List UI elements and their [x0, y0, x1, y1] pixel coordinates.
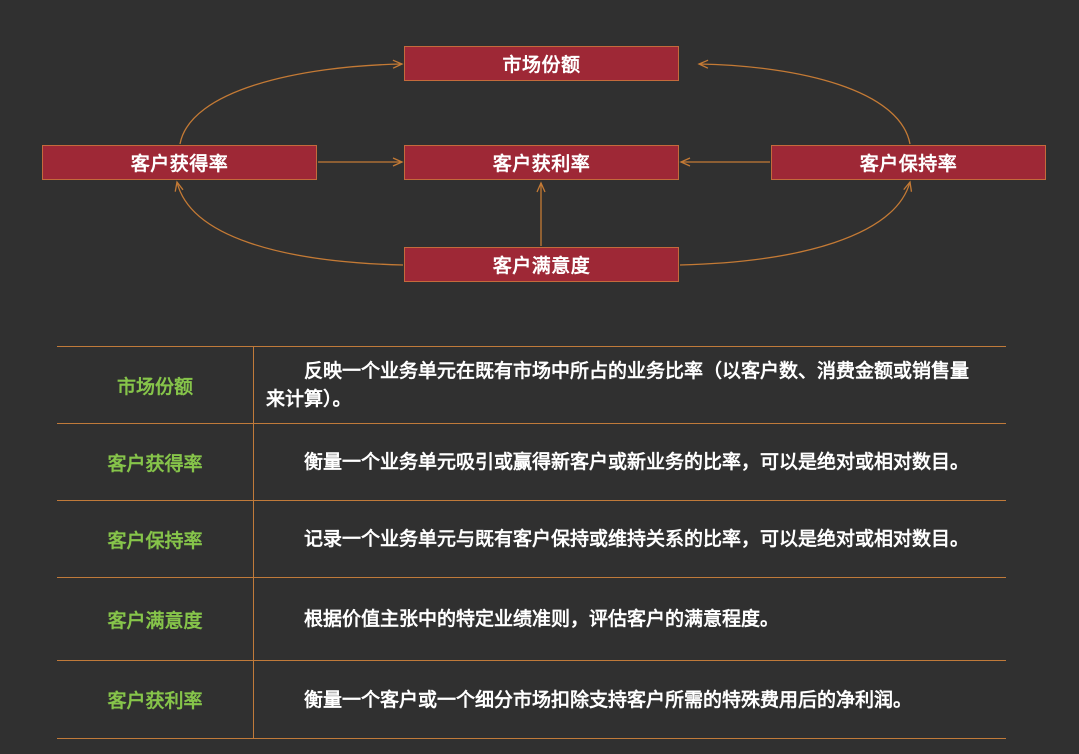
node-customer-retention: 客户保持率: [771, 145, 1046, 180]
node-customer-acquisition: 客户获得率: [42, 145, 317, 180]
table-row: 客户满意度 根据价值主张中的特定业绩准则，评估客户的满意程度。: [57, 577, 1006, 661]
definition-cell: 衡量一个客户或一个细分市场扣除支持客户所需的特殊费用后的净利润。: [253, 660, 1006, 739]
arrow-retention-to-market-share: [697, 59, 911, 145]
definition-cell: 记录一个业务单元与既有客户保持或维持关系的比率，可以是绝对或相对数目。: [253, 500, 1006, 578]
table-row: 客户获利率 衡量一个客户或一个细分市场扣除支持客户所需的特殊费用后的净利润。: [57, 660, 1006, 739]
table-row: 市场份额 反映一个业务单元在既有市场中所占的业务比率（以客户数、消费金额或销售量…: [57, 346, 1006, 424]
node-market-share: 市场份额: [404, 46, 679, 81]
node-market-share-label: 市场份额: [502, 54, 581, 76]
node-customer-profitability: 客户获利率: [404, 145, 679, 180]
definition-cell: 根据价值主张中的特定业绩准则，评估客户的满意程度。: [253, 577, 1006, 661]
node-customer-satisfaction: 客户满意度: [404, 247, 679, 282]
term-cell: 客户获利率: [57, 660, 254, 739]
node-customer-satisfaction-label: 客户满意度: [492, 255, 591, 277]
arrow-acquisition-to-market-share: [179, 59, 404, 145]
arrow-satisfaction-to-acquisition: [174, 180, 404, 266]
definition-cell: 反映一个业务单元在既有市场中所占的业务比率（以客户数、消费金额或销售量来计算）。: [253, 346, 1006, 424]
term-cell: 客户保持率: [57, 500, 254, 578]
node-customer-acquisition-label: 客户获得率: [130, 153, 229, 175]
definition-cell: 衡量一个业务单元吸引或赢得新客户或新业务的比率，可以是绝对或相对数目。: [253, 423, 1006, 501]
table-row: 客户获得率 衡量一个业务单元吸引或赢得新客户或新业务的比率，可以是绝对或相对数目…: [57, 423, 1006, 501]
term-cell: 客户满意度: [57, 577, 254, 661]
node-customer-retention-label: 客户保持率: [859, 153, 958, 175]
relationship-diagram: [174, 59, 913, 266]
term-cell: 市场份额: [57, 346, 254, 424]
term-cell: 客户获得率: [57, 423, 254, 501]
arrow-satisfaction-to-retention: [679, 180, 913, 266]
node-customer-profitability-label: 客户获利率: [492, 153, 591, 175]
table-row: 客户保持率 记录一个业务单元与既有客户保持或维持关系的比率，可以是绝对或相对数目…: [57, 500, 1006, 578]
definition-table: 市场份额 反映一个业务单元在既有市场中所占的业务比率（以客户数、消费金额或销售量…: [57, 346, 1006, 739]
